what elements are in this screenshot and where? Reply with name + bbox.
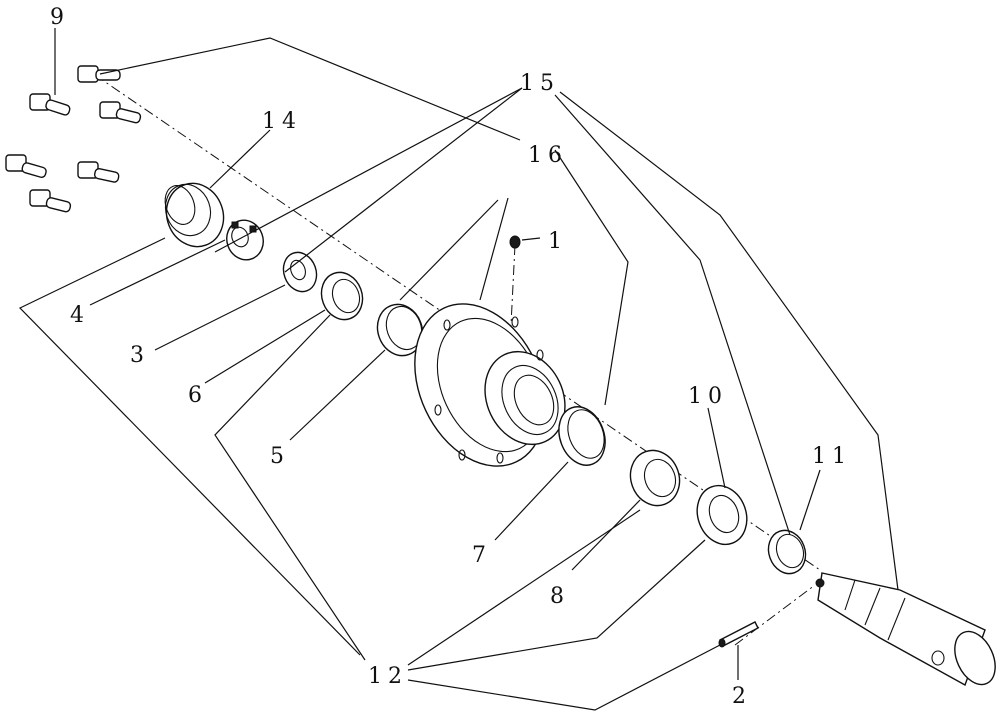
callout-14: 14 (262, 109, 302, 134)
hub-cap-14 (164, 182, 225, 248)
callout-16: 16 (528, 143, 568, 168)
callout-3: 3 (130, 343, 150, 368)
callout-11: 11 (812, 444, 852, 469)
seal-10 (696, 484, 748, 546)
bearing-cone-8 (629, 449, 681, 507)
bearing-cup-7 (558, 406, 606, 466)
castle-nut-4 (226, 219, 264, 261)
callout-8: 8 (550, 584, 570, 609)
callout-labels: 9 14 15 16 1 4 3 6 5 10 11 7 8 12 2 (50, 5, 852, 709)
bolt-center (77, 161, 120, 183)
wheel-hub (414, 303, 566, 467)
ring-11 (767, 529, 807, 575)
callout-6: 6 (188, 383, 208, 408)
callout-5: 5 (270, 444, 290, 469)
bolt-9 (29, 93, 71, 116)
cotter-axis (734, 584, 816, 646)
callout-1: 1 (548, 229, 568, 254)
bearing-cup-5 (376, 303, 424, 357)
callout-10: 10 (688, 384, 728, 409)
cotter-pin-2 (718, 621, 759, 648)
bearing-cone-6 (320, 271, 364, 321)
callout-2: 2 (732, 684, 752, 709)
washer-3 (282, 251, 318, 293)
bolt-group (5, 65, 142, 213)
callout-4: 4 (70, 303, 90, 328)
grease-fitting-1 (509, 235, 521, 249)
callout-15: 15 (520, 71, 560, 96)
callout-7: 7 (472, 543, 492, 568)
bolt-low (29, 189, 72, 213)
bolt-left (5, 154, 47, 178)
spindle (815, 572, 996, 687)
leader-lines (18, 28, 899, 711)
bolt-mid (99, 101, 142, 124)
bolt-top (77, 65, 121, 83)
callout-9: 9 (50, 5, 70, 30)
callout-12: 12 (368, 664, 408, 689)
